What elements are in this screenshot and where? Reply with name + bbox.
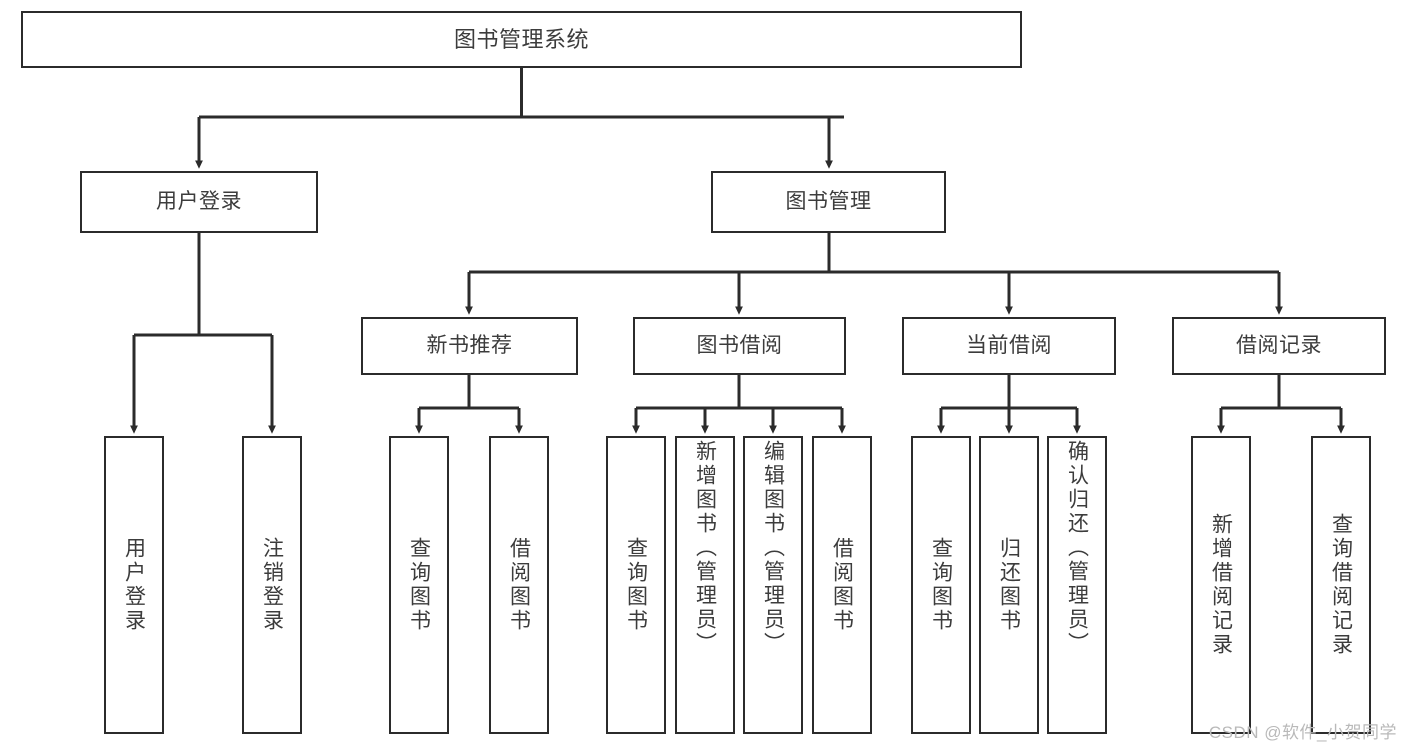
- node-leaf-borrow-book-2[interactable]: 借阅图书: [812, 436, 872, 734]
- node-leaf-query-book-1-label: 查询图书: [407, 537, 431, 633]
- node-leaf-edit-book[interactable]: 编辑图书（管理员）: [743, 436, 803, 734]
- node-leaf-add-record[interactable]: 新增借阅记录: [1191, 436, 1251, 734]
- node-leaf-query-book-2[interactable]: 查询图书: [606, 436, 666, 734]
- node-leaf-confirm-return[interactable]: 确认归还（管理员）: [1047, 436, 1107, 734]
- node-leaf-return-book[interactable]: 归还图书: [979, 436, 1039, 734]
- node-leaf-add-book[interactable]: 新增图书（管理员）: [675, 436, 735, 734]
- node-leaf-borrow-book-1-label: 借阅图书: [507, 537, 531, 633]
- node-leaf-query-book-2-label: 查询图书: [624, 537, 648, 633]
- node-new-book-rec[interactable]: 新书推荐: [361, 317, 578, 375]
- node-leaf-query-book-3[interactable]: 查询图书: [911, 436, 971, 734]
- node-current-borrow[interactable]: 当前借阅: [902, 317, 1116, 375]
- node-book-manage[interactable]: 图书管理: [711, 171, 946, 233]
- node-book-borrow[interactable]: 图书借阅: [633, 317, 846, 375]
- node-borrow-record[interactable]: 借阅记录: [1172, 317, 1386, 375]
- node-leaf-user-login-label: 用户登录: [122, 537, 146, 633]
- node-user-login[interactable]: 用户登录: [80, 171, 318, 233]
- node-current-borrow-label: 当前借阅: [966, 333, 1052, 357]
- node-leaf-add-book-label: 新增图书（管理员）: [693, 440, 717, 656]
- node-leaf-query-record[interactable]: 查询借阅记录: [1311, 436, 1371, 734]
- node-leaf-user-logout[interactable]: 注销登录: [242, 436, 302, 734]
- node-leaf-user-logout-label: 注销登录: [260, 537, 284, 633]
- node-leaf-add-record-label: 新增借阅记录: [1209, 513, 1233, 657]
- node-leaf-edit-book-label: 编辑图书（管理员）: [761, 440, 785, 656]
- node-leaf-borrow-book-2-label: 借阅图书: [830, 537, 854, 633]
- node-book-borrow-label: 图书借阅: [696, 333, 783, 357]
- watermark-text: CSDN @软件_小贺同学: [1208, 723, 1397, 742]
- node-leaf-borrow-book-1[interactable]: 借阅图书: [489, 436, 549, 734]
- node-leaf-confirm-return-label: 确认归还（管理员）: [1065, 440, 1089, 656]
- node-root-label: 图书管理系统: [453, 26, 589, 52]
- node-new-book-rec-label: 新书推荐: [426, 333, 513, 357]
- node-leaf-query-book-3-label: 查询图书: [929, 537, 953, 633]
- node-book-manage-label: 图书管理: [785, 189, 872, 213]
- node-leaf-return-book-label: 归还图书: [997, 537, 1021, 633]
- node-user-login-label: 用户登录: [156, 189, 242, 213]
- node-leaf-user-login[interactable]: 用户登录: [104, 436, 164, 734]
- node-leaf-query-record-label: 查询借阅记录: [1329, 513, 1353, 657]
- node-borrow-record-label: 借阅记录: [1236, 333, 1322, 357]
- node-leaf-query-book-1[interactable]: 查询图书: [389, 436, 449, 734]
- node-root[interactable]: 图书管理系统: [21, 11, 1022, 68]
